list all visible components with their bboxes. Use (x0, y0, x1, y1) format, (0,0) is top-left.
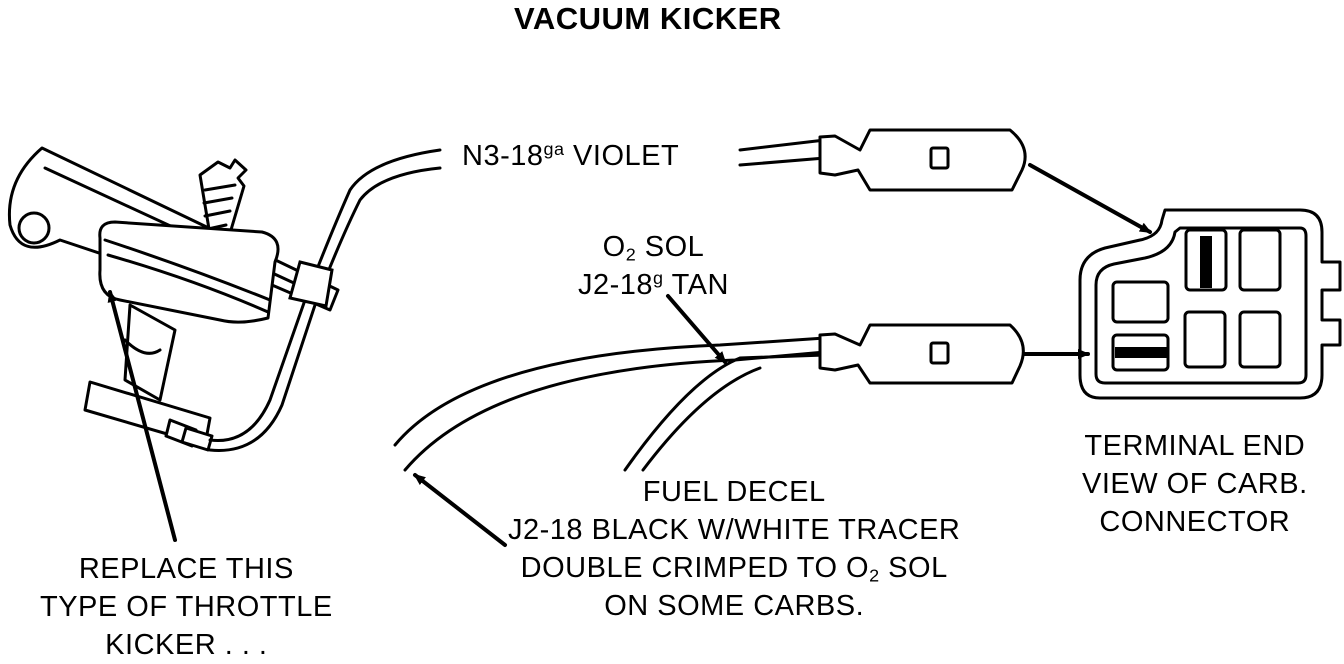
label-fuel-decel: FUEL DECEL J2-18 BLACK W/WHITE TRACER DO… (508, 476, 961, 622)
leader-arrows (107, 163, 1152, 547)
lower-wires (393, 336, 827, 472)
throttle-kicker-illustration (7, 146, 340, 452)
arrow-upper-to-terminal (1028, 163, 1152, 234)
terminal-blade-lower (1115, 347, 1167, 358)
arrow-replace-kicker (107, 290, 177, 542)
violet-wire (738, 138, 827, 167)
arrow-fuel-decel-pointer (413, 473, 507, 547)
diagram-title: VACUUM KICKER (514, 1, 782, 36)
upper-bullet-connector (818, 128, 1027, 192)
label-terminal-end-view: TERMINAL END VIEW OF CARB. CONNECTOR (1082, 430, 1308, 538)
lower-bullet-connector (818, 323, 1025, 385)
wire-clip (288, 260, 334, 308)
arrow-o2-sol-pointer (666, 294, 727, 364)
terminal-blade-upper (1200, 236, 1212, 288)
label-violet-wire: N3-18ga VIOLET (462, 139, 680, 172)
kicker-lead-wire (208, 148, 442, 452)
label-o2-sol: O2 SOL J2-18g TAN (578, 231, 729, 301)
label-replace-kicker: REPLACE THIS TYPE OF THROTTLE KICKER . .… (40, 553, 333, 661)
